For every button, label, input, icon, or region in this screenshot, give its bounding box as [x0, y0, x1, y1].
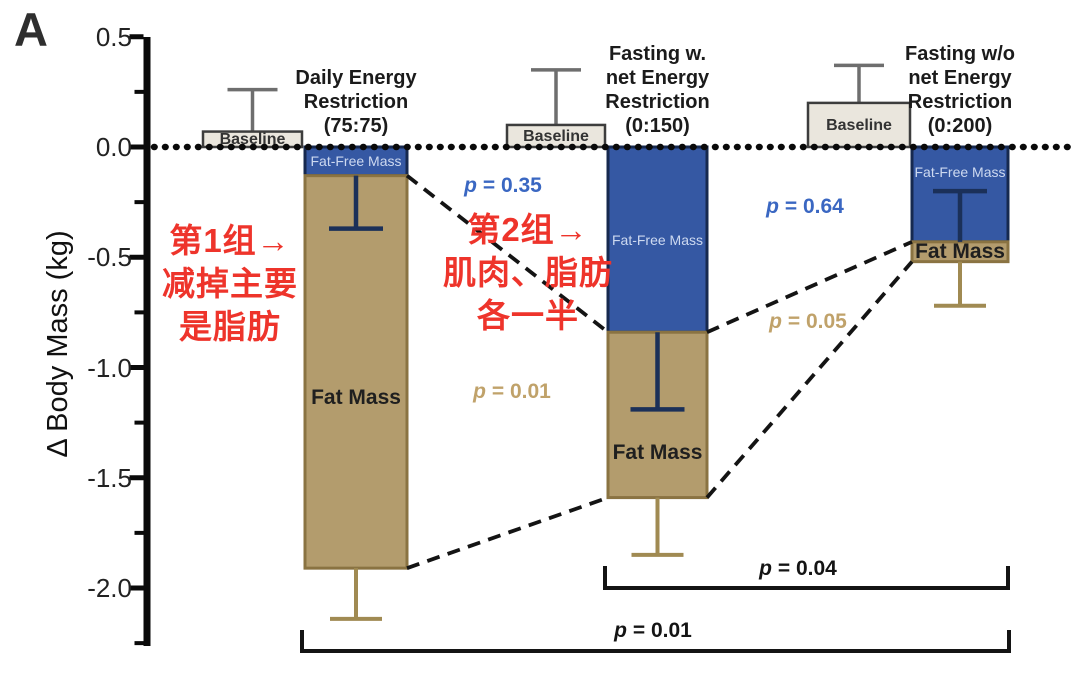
significance-bracket-1 [300, 630, 1011, 653]
y-major-tick [129, 144, 144, 150]
panel-letter: A [14, 3, 48, 56]
p-italic: p [769, 310, 783, 333]
fat-mass-bar-label: Fat Mass [915, 239, 1005, 263]
group-title-line: (0:150) [625, 115, 690, 137]
fat-free-mass-bar-label: Fat-Free Mass [611, 231, 704, 248]
bar-fat-mass-0 [303, 174, 409, 570]
baseline-bar-label: Baseline [219, 131, 286, 149]
bar-baseline-2 [806, 101, 912, 149]
group-title-line: Fasting w/o [905, 43, 1015, 65]
group-title-line: (75:75) [323, 115, 389, 137]
red-annotation-line: 减掉主要 [162, 265, 298, 302]
connector-dashed-line-1 [406, 495, 609, 570]
y-axis-title: Δ Body Mass (kg) [42, 230, 74, 458]
fat-free-mass-bar-label: Fat-Free Mass [310, 153, 402, 170]
red-annotation-line: 各一半 [477, 297, 579, 334]
red-annotation-line: 第2组→ [467, 211, 589, 248]
group-title-line: net Energy [605, 67, 710, 89]
y-minor-tick [134, 89, 144, 94]
baseline-bar-label: Baseline [826, 116, 892, 134]
y-major-tick [129, 254, 144, 260]
p-italic: p [464, 174, 478, 197]
p-value-label: p = 0.04 [759, 557, 837, 580]
p-italic: p [473, 380, 487, 403]
p-value-label: p = 0.01 [614, 619, 692, 642]
significance-bracket-0 [603, 566, 1010, 590]
group-title-line: Fasting w. [608, 43, 707, 65]
red-annotation-line: 肌肉、脂肪 [443, 254, 613, 291]
p-italic: p [766, 195, 780, 218]
red-annotation-line: 第1组→ [169, 222, 291, 259]
y-tick-label: -0.5 [87, 242, 132, 273]
fat-mass-bar-label: Fat Mass [612, 441, 703, 465]
red-annotation-1: 第2组→ 肌肉、脂肪各一半 [443, 208, 613, 337]
p-italic: p [614, 619, 628, 642]
y-tick-label: 0.0 [95, 132, 132, 162]
red-annotation-line: 是脂肪 [179, 308, 281, 345]
group-title-line: Restriction [605, 91, 710, 113]
y-tick-label: -1.0 [87, 352, 132, 383]
p-value-label: p = 0.64 [766, 195, 844, 218]
y-minor-tick [134, 420, 144, 425]
bar-baseline-1 [505, 123, 607, 149]
y-major-tick [129, 585, 144, 591]
p-value-label: p = 0.35 [464, 174, 542, 197]
y-major-tick [129, 365, 144, 370]
p-italic: p [759, 557, 773, 580]
p-value-label: p = 0.05 [769, 310, 847, 333]
y-tick-label: -2.0 [87, 573, 132, 603]
baseline-bar-label: Baseline [523, 127, 589, 145]
y-minor-tick [134, 641, 144, 646]
bar-fat-free-mass-0 [303, 145, 409, 178]
y-tick-label: 0.5 [95, 21, 132, 52]
y-minor-tick [134, 200, 144, 205]
y-axis-line [143, 37, 151, 646]
y-tick-label: -1.5 [87, 462, 132, 493]
group-title-line: net Energy [908, 67, 1012, 89]
group-title-line: Restriction [303, 91, 409, 113]
red-annotation-0: 第1组→ 减掉主要是脂肪 [162, 219, 298, 348]
connector-dashed-line-3 [705, 260, 914, 499]
fat-free-mass-bar-label: Fat-Free Mass [914, 164, 1006, 180]
fat-mass-bar-label: Fat Mass [311, 386, 401, 410]
y-minor-tick [134, 530, 144, 535]
y-major-tick [129, 475, 144, 481]
y-minor-tick [134, 310, 144, 315]
group-title-line: Daily Energy [295, 67, 417, 89]
bar-fat-free-mass-1 [606, 145, 709, 334]
connector-dashed-line-2 [706, 240, 913, 334]
group-title-line: (0:200) [927, 115, 993, 137]
y-major-tick [129, 34, 144, 40]
group-title-line: Restriction [907, 91, 1013, 113]
p-value-label: p = 0.01 [473, 380, 551, 403]
